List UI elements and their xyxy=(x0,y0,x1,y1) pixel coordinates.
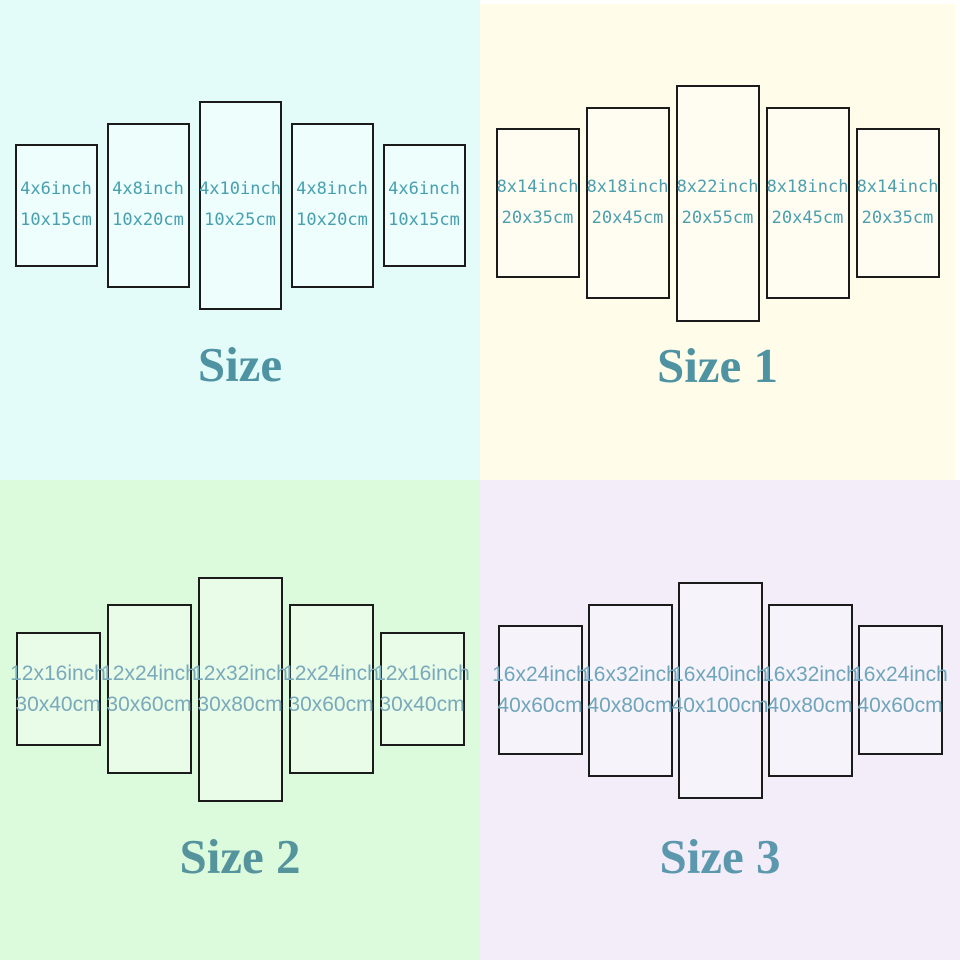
panel-inch-label: 8x18inch xyxy=(766,177,849,197)
canvas-panel: 12x32inch 30x80cm xyxy=(192,576,288,802)
panel-inch-label: 4x6inch xyxy=(20,179,92,199)
canvas-panel: 16x24inch 40x60cm xyxy=(492,625,588,755)
panel-inch-label: 8x22inch xyxy=(676,177,759,197)
panel-row: 8x14inch 20x35cm 8x18inch 20x45cm 8x22in… xyxy=(480,4,955,402)
panel-cm-label: 20x55cm xyxy=(681,208,754,228)
canvas-panel: 12x16inch 30x40cm xyxy=(374,632,470,746)
canvas-panel: 8x22inch 20x55cm xyxy=(675,84,760,322)
panel-cm-label: 10x20cm xyxy=(296,210,368,230)
canvas-panel: 16x40inch 40x100cm xyxy=(672,581,768,799)
quadrant-title: Size xyxy=(197,337,283,392)
panel-cm-label: 40x80cm xyxy=(587,694,673,717)
canvas-panel: 16x24inch 40x60cm xyxy=(852,625,948,755)
quadrant-size-3: 16x24inch 40x60cm 16x32inch 40x80cm 16x4… xyxy=(480,480,960,960)
panel-inch-label: 16x32inch xyxy=(762,663,858,686)
panel-cm-label: 40x100cm xyxy=(671,694,769,717)
canvas-panel: 16x32inch 40x80cm xyxy=(582,603,678,777)
panel-inch-label: 16x24inch xyxy=(492,663,588,686)
panel-cm-label: 10x15cm xyxy=(20,210,92,230)
panel-cm-label: 20x45cm xyxy=(591,208,664,228)
panel-inch-label: 8x14inch xyxy=(496,177,579,197)
panel-inch-label: 4x6inch xyxy=(388,179,460,199)
panel-cm-label: 30x60cm xyxy=(106,693,192,716)
quadrant-title: Size 1 xyxy=(656,338,779,393)
canvas-panel: 4x8inch 10x20cm xyxy=(106,122,190,288)
panel-inch-label: 12x16inch xyxy=(10,662,106,685)
panel-inch-label: 16x40inch xyxy=(672,663,768,686)
panel-cm-label: 10x15cm xyxy=(388,210,460,230)
panel-inch-label: 12x32inch xyxy=(192,662,288,685)
panel-inch-label: 8x18inch xyxy=(586,177,669,197)
quadrant-size-1: 8x14inch 20x35cm 8x18inch 20x45cm 8x22in… xyxy=(480,0,960,480)
panel-cm-label: 40x60cm xyxy=(857,694,943,717)
canvas-panel: 12x24inch 30x60cm xyxy=(283,604,379,774)
canvas-panel: 4x6inch 10x15cm xyxy=(14,143,98,267)
canvas-panel: 8x18inch 20x45cm xyxy=(765,107,850,299)
panel-cm-label: 40x60cm xyxy=(497,694,583,717)
panel-inch-label: 8x14inch xyxy=(856,177,939,197)
panel-row: 16x24inch 40x60cm 16x32inch 40x80cm 16x4… xyxy=(480,480,960,900)
panel-inch-label: 4x8inch xyxy=(112,179,184,199)
panel-inch-label: 16x32inch xyxy=(582,663,678,686)
panel-inch-label: 4x8inch xyxy=(296,179,368,199)
canvas-panel: 8x18inch 20x45cm xyxy=(585,107,670,299)
canvas-panel: 4x6inch 10x15cm xyxy=(382,143,466,267)
quadrant-size: 4x6inch 10x15cm 4x8inch 10x20cm 4x10inch… xyxy=(0,0,480,480)
panel-inch-label: 4x10inch xyxy=(199,179,281,199)
panel-cm-label: 10x25cm xyxy=(204,210,276,230)
canvas-panel: 12x24inch 30x60cm xyxy=(101,604,197,774)
panel-inch-label: 12x24inch xyxy=(101,662,197,685)
canvas-panel: 4x8inch 10x20cm xyxy=(290,122,374,288)
quadrant-title: Size 3 xyxy=(659,829,781,884)
panel-cm-label: 40x80cm xyxy=(767,694,853,717)
panel-inch-label: 12x24inch xyxy=(283,662,379,685)
panel-cm-label: 20x35cm xyxy=(501,208,574,228)
panel-cm-label: 30x40cm xyxy=(15,693,101,716)
canvas-panel: 16x32inch 40x80cm xyxy=(762,603,858,777)
canvas-panel: 4x10inch 10x25cm xyxy=(198,100,282,310)
quadrant-size-2: 12x16inch 30x40cm 12x24inch 30x60cm 12x3… xyxy=(0,480,480,960)
panel-inch-label: 12x16inch xyxy=(374,662,470,685)
quadrant-title: Size 2 xyxy=(179,829,301,884)
panel-row: 12x16inch 30x40cm 12x24inch 30x60cm 12x3… xyxy=(0,480,480,898)
panel-cm-label: 30x40cm xyxy=(379,693,465,716)
panel-inch-label: 16x24inch xyxy=(852,663,948,686)
panel-cm-label: 30x80cm xyxy=(197,693,283,716)
canvas-panel: 8x14inch 20x35cm xyxy=(855,128,940,278)
canvas-panel: 8x14inch 20x35cm xyxy=(495,128,580,278)
panel-row: 4x6inch 10x15cm 4x8inch 10x20cm 4x10inch… xyxy=(0,0,480,410)
canvas-panel: 12x16inch 30x40cm xyxy=(10,632,106,746)
panel-cm-label: 30x60cm xyxy=(288,693,374,716)
panel-cm-label: 20x35cm xyxy=(861,208,934,228)
panel-cm-label: 20x45cm xyxy=(771,208,844,228)
panel-cm-label: 10x20cm xyxy=(112,210,184,230)
